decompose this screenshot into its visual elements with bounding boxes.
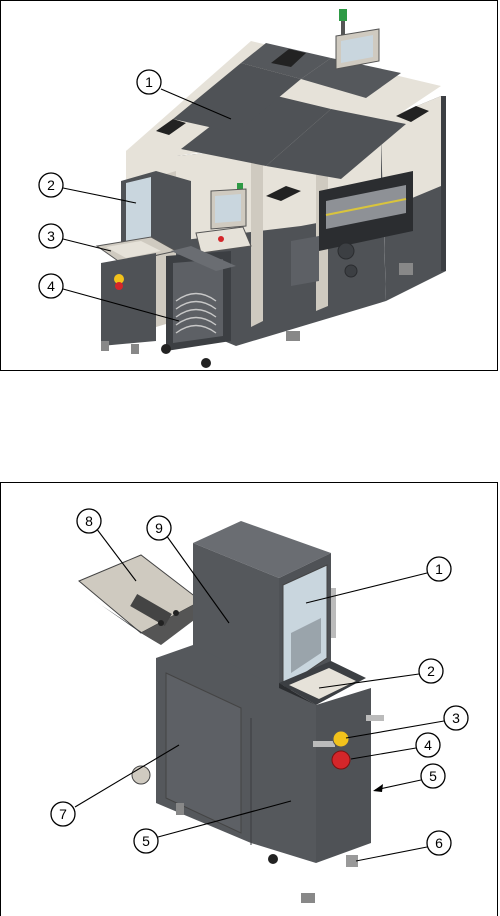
detail-callout-label-9: 9 <box>155 520 163 536</box>
detail-panel: 1 2 3 4 5 5 6 7 8 <box>0 482 498 916</box>
detail-callout-label-7: 7 <box>59 806 67 822</box>
detail-callout-label-6: 6 <box>435 835 443 851</box>
overview-panel: 1 2 3 4 <box>0 0 498 371</box>
detail-illustration: 1 2 3 4 5 5 6 7 8 <box>1 483 498 916</box>
detail-callout-label-8: 8 <box>85 513 93 529</box>
feeder-trolley <box>161 246 236 368</box>
callout-label-1: 1 <box>145 74 153 90</box>
feeder-rail <box>79 555 206 645</box>
detail-callout-label-1: 1 <box>435 561 443 577</box>
detail-callout-label-5a: 5 <box>429 768 437 784</box>
rear-monitor <box>336 9 379 69</box>
detail-callout-label-5b: 5 <box>142 833 150 849</box>
detail-callout-label-2: 2 <box>427 663 435 679</box>
callout-label-4: 4 <box>47 278 55 294</box>
detail-callout-label-3: 3 <box>452 710 460 726</box>
callout-label-3: 3 <box>47 228 55 244</box>
overview-illustration: 1 2 3 4 <box>1 1 498 371</box>
detail-callout-label-4: 4 <box>424 737 432 753</box>
callout-label-2: 2 <box>47 177 55 193</box>
